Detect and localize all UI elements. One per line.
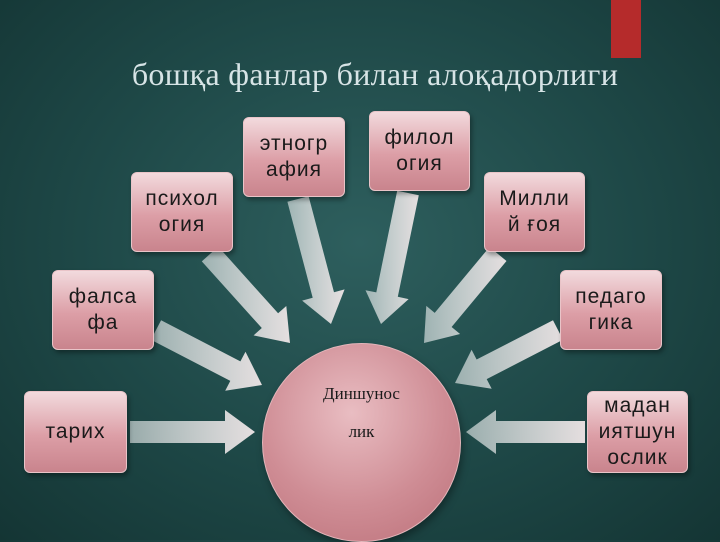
node-psixologiya: психол огия: [131, 172, 233, 252]
arrow-from-falsafa: [150, 320, 262, 391]
arrow-from-filologiya: [365, 190, 419, 324]
node-etnografiya-label: этногр афия: [259, 132, 329, 181]
center-circle-dinshunoslik: Диншунос лик: [262, 343, 461, 542]
node-psixologiya-label: психол огия: [145, 187, 219, 236]
node-falsafa: фалса фа: [52, 270, 154, 350]
node-milliy-goya-label: Милли й ғоя: [499, 187, 570, 236]
slide-title: бошқа фанлар билан алоқадорлиги: [131, 56, 619, 92]
arrow-from-madaniyatshunoslik: [466, 410, 585, 454]
accent-bar: [611, 0, 641, 58]
center-label-line1: Диншунос: [323, 384, 400, 403]
arrow-from-tarix: [130, 410, 255, 454]
node-pedagogika-label: педаго гика: [575, 285, 647, 334]
arrow-from-etnografiya: [287, 196, 345, 324]
node-madaniyatshunoslik-label: мадан иятшун ослик: [598, 394, 677, 469]
node-milliy-goya: Милли й ғоя: [484, 172, 585, 252]
node-filologiya: филол огия: [369, 111, 470, 191]
node-falsafa-label: фалса фа: [68, 285, 138, 334]
node-etnografiya: этногр афия: [243, 117, 345, 197]
arrow-from-psixologiya: [201, 246, 290, 343]
node-madaniyatshunoslik: мадан иятшун ослик: [587, 391, 688, 473]
arrow-from-milliy-goya: [424, 247, 507, 343]
center-label-line2: лик: [348, 422, 375, 441]
node-filologiya-label: филол огия: [384, 126, 455, 175]
node-pedagogika: педаго гика: [560, 270, 662, 350]
node-tarix-label: тарих: [45, 420, 106, 443]
node-tarix: тарих: [24, 391, 127, 473]
arrow-from-pedagogika: [455, 320, 563, 389]
